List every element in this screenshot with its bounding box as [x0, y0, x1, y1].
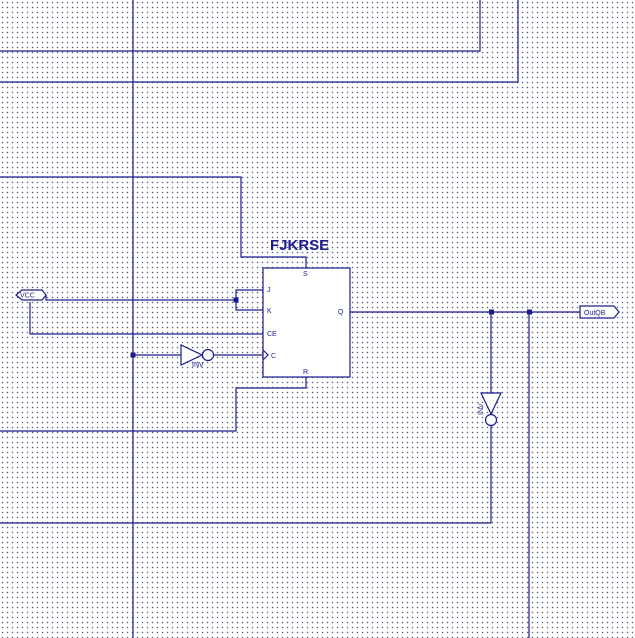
- flipflop-title: FJKRSE: [270, 237, 329, 254]
- net-jk-bridge[interactable]: [235, 289, 263, 311]
- flipflop-body[interactable]: [262, 267, 351, 378]
- clock-triangle-icon: [262, 349, 269, 361]
- net-vcc-ce[interactable]: [29, 302, 263, 335]
- net-vcc-jk[interactable]: [45, 295, 236, 301]
- outqb-port[interactable]: [579, 305, 620, 319]
- pin-c-label: C: [271, 353, 276, 360]
- net-top-inner[interactable]: [0, 0, 481, 52]
- pin-q-label: Q: [338, 309, 344, 316]
- vcc-label: VCC: [20, 293, 35, 300]
- net-set[interactable]: [0, 176, 307, 268]
- inverter-2-body[interactable]: [480, 392, 502, 416]
- inverter-1-label: INV: [192, 362, 204, 369]
- inverter-2-label: INV: [478, 403, 485, 415]
- pin-k-label: K: [267, 308, 272, 315]
- net-top-outer[interactable]: [0, 0, 519, 83]
- inverter-1-body[interactable]: [180, 344, 204, 366]
- pin-s-label: S: [303, 271, 308, 278]
- inverter-1-bubble: [201, 348, 215, 362]
- outqb-label: OutQB: [584, 310, 606, 317]
- pin-r-label: R: [303, 369, 308, 376]
- pin-ce-label: CE: [267, 331, 277, 338]
- net-inv-feedback[interactable]: [0, 425, 492, 524]
- junction-jk: [233, 297, 239, 303]
- pin-j-label: J: [267, 287, 271, 294]
- vcc-port[interactable]: [15, 289, 47, 301]
- net-reset[interactable]: [0, 377, 307, 432]
- inverter-2-bubble: [484, 413, 498, 427]
